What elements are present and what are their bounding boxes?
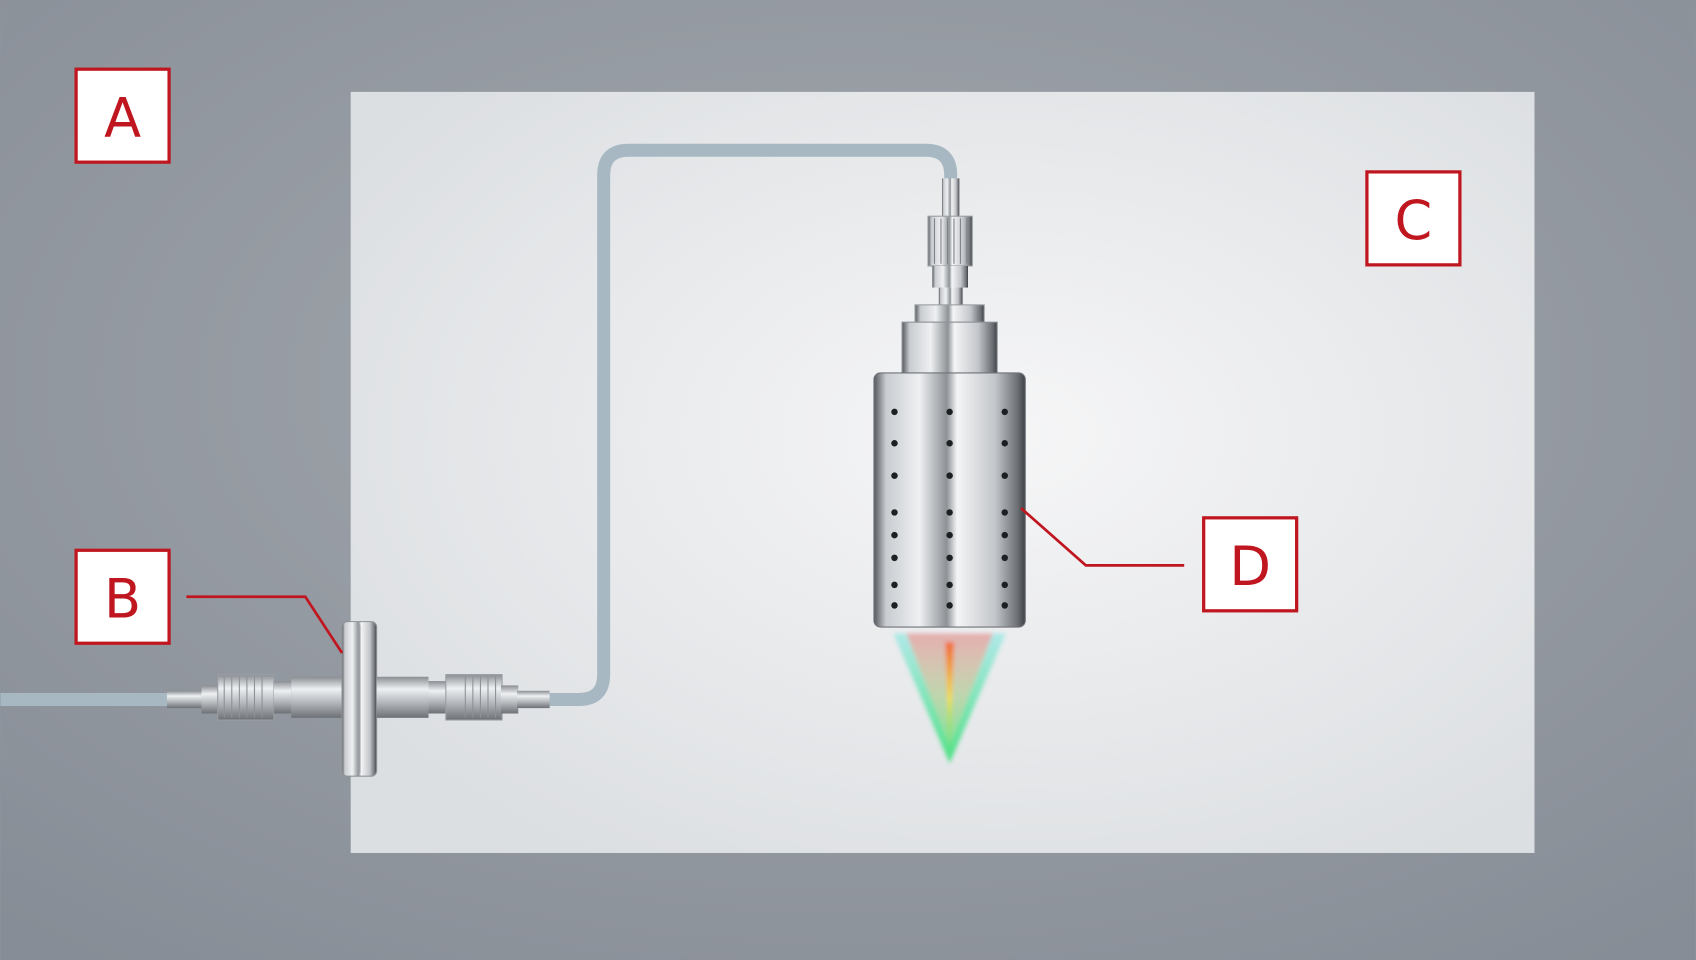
vent-hole xyxy=(946,554,953,562)
vent-hole xyxy=(1001,602,1008,609)
vent-holes xyxy=(891,408,1008,609)
vent-hole xyxy=(891,531,898,539)
vent-hole xyxy=(891,472,898,479)
vent-hole xyxy=(946,581,953,589)
vent-hole xyxy=(1001,509,1008,516)
label-a-text: A xyxy=(104,86,141,149)
label-b: B xyxy=(74,548,171,645)
vent-hole xyxy=(946,509,953,516)
vent-hole xyxy=(1001,531,1008,539)
vent-hole xyxy=(946,408,953,416)
optical-fiber xyxy=(0,143,958,706)
vent-hole xyxy=(891,554,898,562)
fiber-feedthrough xyxy=(166,621,550,777)
vent-hole xyxy=(946,531,953,539)
vent-hole xyxy=(1001,581,1008,589)
probe-head xyxy=(873,178,1026,628)
vent-hole xyxy=(946,472,953,479)
label-c-text: C xyxy=(1395,189,1433,252)
label-a: A xyxy=(74,67,171,164)
vent-hole xyxy=(946,602,953,609)
laser-cone xyxy=(893,633,1006,764)
vent-hole xyxy=(1001,472,1008,479)
label-d-text: D xyxy=(1229,535,1271,598)
vent-hole xyxy=(1001,554,1008,562)
vent-hole xyxy=(891,509,898,516)
vent-hole xyxy=(1001,440,1008,447)
leader-line-d xyxy=(1020,507,1185,567)
label-c: C xyxy=(1365,170,1462,267)
vent-hole xyxy=(891,581,898,589)
vent-hole xyxy=(891,602,898,609)
label-b-text: B xyxy=(104,567,141,630)
leader-line-b xyxy=(186,595,344,654)
vent-hole xyxy=(946,440,953,447)
label-d: D xyxy=(1202,516,1299,613)
vent-hole xyxy=(891,440,898,447)
vent-hole xyxy=(1001,408,1008,416)
vent-hole xyxy=(891,408,898,416)
